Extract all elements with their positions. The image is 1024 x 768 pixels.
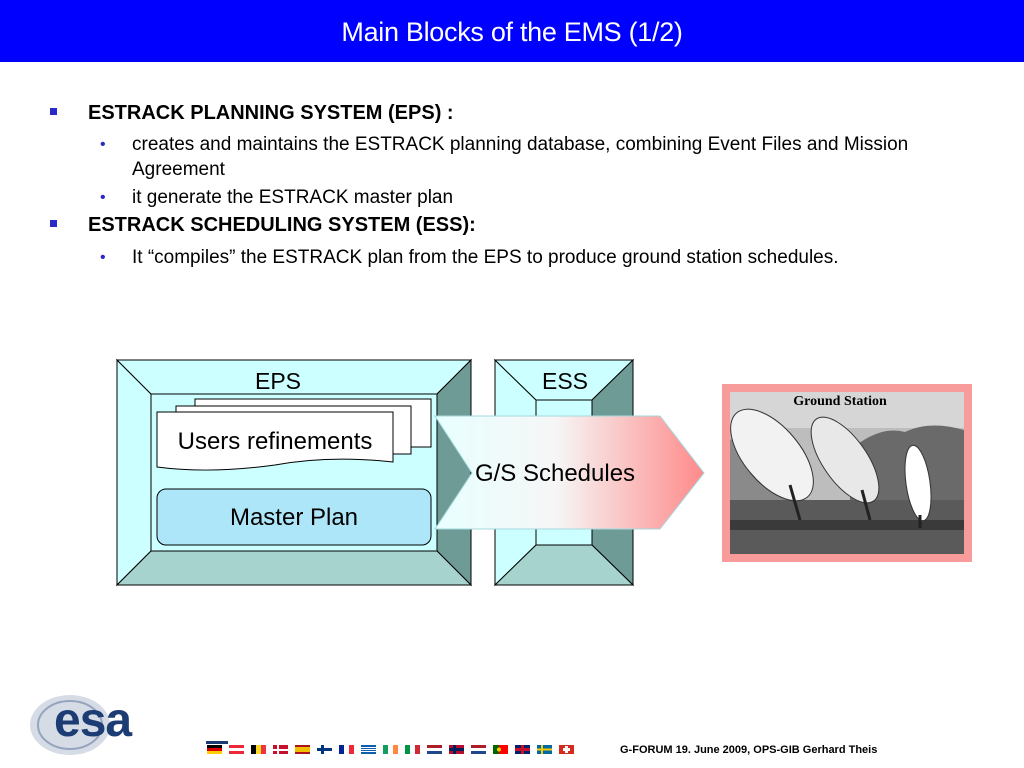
users-refinements-label: Users refinements	[177, 428, 373, 455]
footer-note: G-FORUM 19. June 2009, OPS-GIB Gerhard T…	[620, 744, 878, 756]
ess-label: ESS	[541, 368, 589, 394]
sub-bullet-text: It “compiles” the ESTRACK plan from the …	[132, 247, 839, 268]
ground-station-caption: Ground Station	[793, 394, 887, 409]
sub-bullet: • creates and maintains the ESTRACK plan…	[100, 132, 960, 184]
square-bullet-icon	[50, 108, 57, 115]
sub-bullet: • it generate the ESTRACK master plan	[100, 185, 960, 211]
dot-bullet-icon: •	[100, 189, 106, 206]
dot-bullet-icon: •	[100, 249, 106, 266]
title-bar	[0, 0, 1024, 62]
esa-logo-text: esa	[54, 694, 132, 747]
ground-station-photo	[722, 384, 972, 562]
sub-bullet: • It “compiles” the ESTRACK plan from th…	[100, 245, 960, 297]
esa-logo-icon	[30, 695, 110, 755]
eps-label: EPS	[254, 368, 302, 394]
master-plan-box	[156, 488, 432, 546]
square-bullet-icon	[50, 220, 57, 227]
sub-bullet-text: it generate the ESTRACK master plan	[132, 187, 454, 208]
esa-logo-underline	[206, 741, 228, 744]
bullet-ess-text: ESTRACK SCHEDULING SYSTEM (ESS):	[88, 214, 476, 236]
dot-bullet-icon: •	[100, 136, 106, 153]
gs-schedules-label: G/S Schedules	[474, 460, 636, 487]
member-flags-strip	[207, 745, 574, 754]
gs-schedules-arrow	[434, 415, 705, 530]
users-refinements-documents	[156, 398, 432, 471]
master-plan-label: Master Plan	[229, 504, 359, 531]
bullet-eps-text: ESTRACK PLANNING SYSTEM (EPS) :	[88, 102, 454, 124]
slide-title: Main Blocks of the EMS (1/2)	[341, 17, 683, 47]
sub-bullet-text: creates and maintains the ESTRACK planni…	[132, 134, 909, 180]
